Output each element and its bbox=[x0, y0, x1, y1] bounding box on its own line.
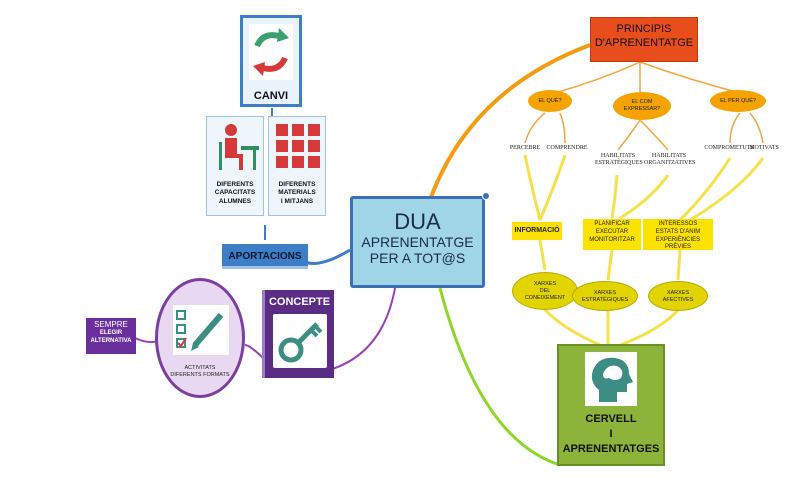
question-com-l1: EL COM bbox=[631, 99, 653, 105]
key-icon bbox=[273, 314, 327, 368]
grid-icon bbox=[274, 122, 322, 172]
recycle-arrows-icon bbox=[249, 24, 293, 80]
capacitats-text: DIFERENTS CAPACITATS ALUMNES bbox=[207, 181, 263, 206]
xarxes-3-l1: XARXES bbox=[666, 290, 690, 296]
xarxes-coneixement-oval[interactable]: XARXES DEL CONEIXEMENT bbox=[512, 272, 578, 310]
materials-l2: MATERIALS bbox=[278, 189, 316, 197]
xarxes-1-l3: CONEIXEMENT bbox=[524, 294, 566, 301]
cervell-l2: I bbox=[609, 427, 613, 440]
sempre-l2: ELEGIR bbox=[99, 330, 123, 336]
branch-principis bbox=[428, 43, 591, 201]
canvi-label: CANVI bbox=[253, 90, 289, 102]
question-oval-perque[interactable]: EL PER QUÈ? bbox=[710, 90, 766, 112]
cervell-box[interactable]: CERVELL I APRENENTATGES bbox=[557, 344, 665, 466]
cervell-l3: APRENENTATGES bbox=[562, 442, 660, 455]
xarxes-1-l1: XARXES bbox=[533, 281, 557, 287]
student-desk-icon bbox=[211, 120, 261, 176]
principis-l1: PRINCIPIS bbox=[616, 23, 672, 35]
interessos-box[interactable]: INTERESSOS ESTATS D'ANIM EXPERIÈNCIES PR… bbox=[643, 219, 713, 250]
materials-text: DIFERENTS MATERIALS I MITJANS bbox=[269, 181, 325, 206]
materials-l3: I MITJANS bbox=[280, 197, 314, 205]
sub-hab-org: HABILITATS ORGANITZATIVES bbox=[644, 153, 696, 167]
sempre-l3: ALTERNATIVA bbox=[90, 337, 132, 344]
aportacions-banner[interactable]: APORTACIONS bbox=[222, 244, 308, 269]
head-brain-icon bbox=[585, 352, 637, 406]
sub-hab-org-l2: ORGANITZATIVES bbox=[644, 160, 696, 167]
center-line3: PER A TOT@S bbox=[369, 250, 466, 267]
sempre-box[interactable]: SEMPRE ELEGIR ALTERNATIVA bbox=[86, 318, 136, 354]
sub-comprendre: COMPRENDRE bbox=[546, 145, 588, 151]
capacitats-l2: CAPACITATS bbox=[214, 189, 256, 197]
concepte-label: CONCEPTE bbox=[268, 296, 331, 308]
activitats-text: ACTIVITATS DIFERENTS FORMATS bbox=[158, 365, 242, 379]
activitats-l2: DIFERENTS FORMATS bbox=[170, 372, 230, 379]
xarxes-3-l2: AFECTIVES bbox=[662, 297, 694, 304]
xarxes-2-l1: XARXES bbox=[593, 290, 617, 296]
activitats-l1: ACTIVITATS bbox=[184, 365, 216, 371]
interessos-l1: INTERESSOS bbox=[658, 221, 698, 227]
planificar-l3: MONITORITZAR bbox=[589, 236, 635, 243]
question-perque-label: EL PER QUÈ? bbox=[720, 98, 756, 104]
xarxes-2-l2: ESTRATÈGIQUES bbox=[581, 297, 629, 304]
sub-percebre: PERCEBRE bbox=[509, 145, 541, 151]
question-que-label: EL QUÈ? bbox=[538, 98, 562, 104]
question-com-l2: EXPRESSAR? bbox=[623, 106, 661, 113]
activitats-oval[interactable]: ACTIVITATS DIFERENTS FORMATS bbox=[155, 278, 245, 398]
branch-aportacions bbox=[304, 248, 351, 265]
question-oval-que[interactable]: EL QUÈ? bbox=[528, 90, 572, 112]
materials-card[interactable]: DIFERENTS MATERIALS I MITJANS bbox=[268, 116, 326, 216]
center-node[interactable]: DUA APRENENTATGE PER A TOT@S bbox=[350, 196, 485, 288]
principis-box[interactable]: PRINCIPIS D'APRENENTATGE bbox=[590, 17, 698, 62]
sempre-l1: SEMPRE bbox=[94, 320, 128, 329]
xarxes-1-l2: DEL bbox=[539, 287, 551, 294]
question-oval-com[interactable]: EL COM EXPRESSAR? bbox=[613, 92, 671, 120]
interessos-l3: EXPERIÈNCIES PRÈVIES bbox=[655, 236, 701, 251]
sub-hab-org-l1: HABILITATS bbox=[651, 153, 687, 159]
sub-hab-est: HABILITATS ESTRATÈGIQUES bbox=[595, 153, 643, 167]
sub-hab-est-l2: ESTRATÈGIQUES bbox=[595, 160, 643, 167]
principis-l2: D'APRENENTATGE bbox=[594, 37, 694, 50]
capacitats-card[interactable]: DIFERENTS CAPACITATS ALUMNES bbox=[206, 116, 264, 216]
materials-l1: DIFERENTS bbox=[278, 181, 316, 188]
aportacions-label: APORTACIONS bbox=[228, 251, 302, 262]
informacio-label: INFORMACIÓ bbox=[514, 227, 560, 234]
connector-dot bbox=[482, 192, 490, 200]
canvi-card[interactable]: CANVI bbox=[240, 15, 302, 107]
sub-motivats: MOTIVATS bbox=[749, 145, 779, 151]
center-title: DUA bbox=[394, 209, 441, 234]
concepte-card[interactable]: CONCEPTE bbox=[262, 290, 334, 378]
cervell-l1: CERVELL bbox=[585, 413, 637, 425]
informacio-box[interactable]: INFORMACIÓ bbox=[512, 222, 562, 240]
capacitats-l3: ALUMNES bbox=[218, 197, 252, 205]
planificar-l1: PLANIFICAR bbox=[594, 221, 630, 227]
center-line2: APRENENTATGE bbox=[361, 234, 474, 251]
sub-hab-est-l1: HABILITATS bbox=[600, 153, 636, 159]
checklist-pencil-icon bbox=[173, 305, 229, 355]
xarxes-afectives-oval[interactable]: XARXES AFECTIVES bbox=[648, 281, 708, 311]
planificar-box[interactable]: PLANIFICAR EXECUTAR MONITORITZAR bbox=[583, 219, 641, 250]
planificar-l2: EXECUTAR bbox=[595, 228, 629, 235]
xarxes-estrategiques-oval[interactable]: XARXES ESTRATÈGIQUES bbox=[572, 281, 638, 311]
branch-cervell bbox=[438, 287, 561, 467]
capacitats-l1: DIFERENTS bbox=[216, 181, 254, 188]
sub-compromesos: COMPROMETUTS bbox=[704, 145, 754, 151]
interessos-l2: ESTATS D'ANIM bbox=[655, 228, 701, 235]
